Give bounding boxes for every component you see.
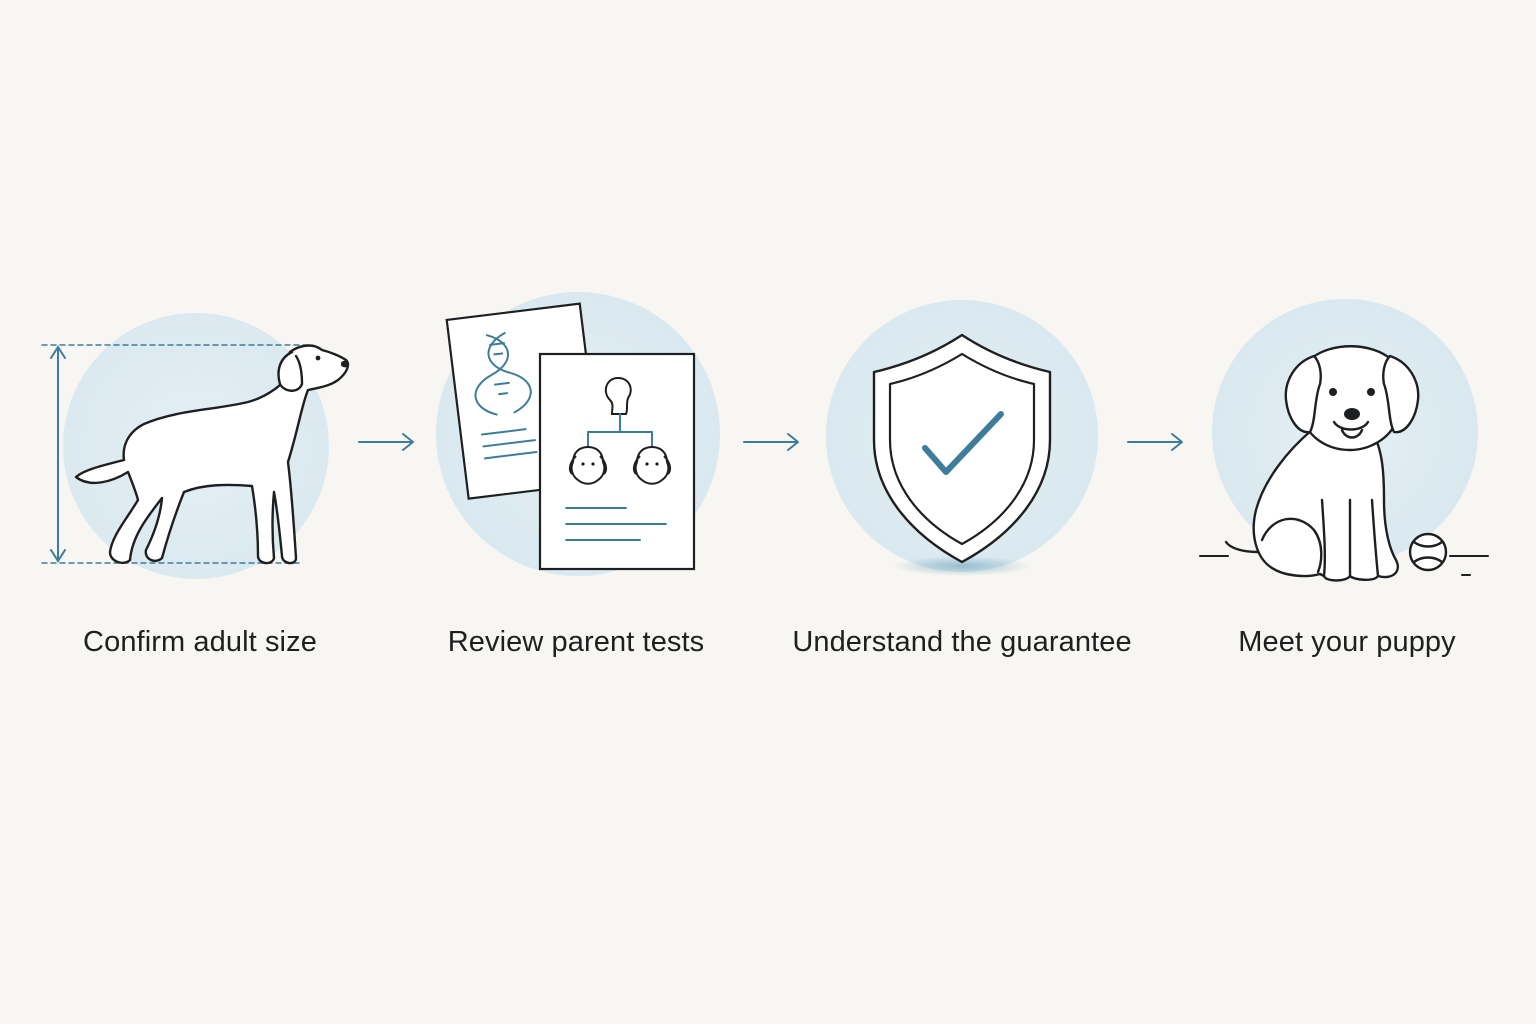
arrow-right-icon [1127, 433, 1183, 451]
step-meet-your-puppy: Meet your puppy [0, 0, 1489, 658]
step-label: Understand the guarantee [792, 626, 1132, 658]
sitting-puppy-icon [1199, 299, 1489, 582]
step-label: Confirm adult size [83, 626, 317, 658]
measured-dog-icon [41, 313, 350, 579]
step-label: Meet your puppy [1238, 626, 1456, 658]
step-confirm-adult-size: Confirm adult size [0, 0, 350, 658]
step-understand-the-guarantee: Understand the guarantee [0, 0, 1132, 658]
arrow-right-icon [358, 433, 414, 451]
pedigree-documents-icon [436, 292, 720, 576]
arrow-right-icon [743, 433, 799, 451]
shield-check-icon [826, 300, 1098, 576]
step-label: Review parent tests [447, 626, 705, 658]
step-review-parent-tests: Review parent tests [0, 0, 720, 658]
